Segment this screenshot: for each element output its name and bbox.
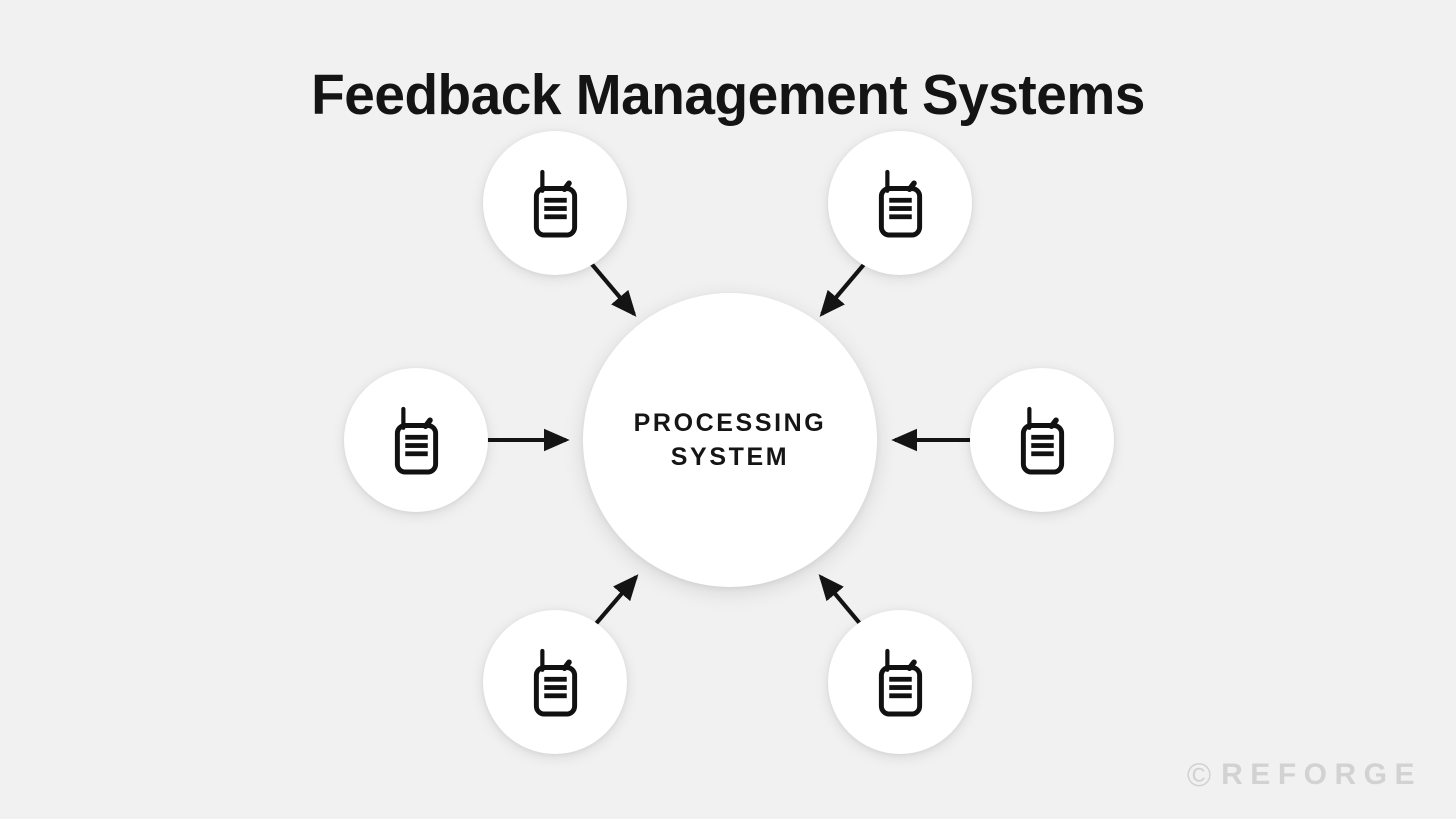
copyright-icon: ©: [1186, 756, 1212, 793]
source-bottom-right[interactable]: [828, 610, 972, 754]
hub-label: PROCESSING SYSTEM: [633, 408, 827, 472]
reforge-watermark: © REFORGE: [1187, 758, 1422, 791]
processing-system-hub[interactable]: PROCESSING SYSTEM: [583, 293, 877, 587]
source-top-left[interactable]: [483, 131, 627, 275]
source-top-right[interactable]: [828, 131, 972, 275]
source-left[interactable]: [344, 368, 488, 512]
walkie-talkie-icon: [878, 648, 922, 716]
walkie-talkie-icon: [878, 169, 922, 237]
walkie-talkie-icon: [394, 406, 438, 474]
source-bottom-left[interactable]: [483, 610, 627, 754]
watermark-label: REFORGE: [1221, 757, 1422, 791]
arrow-bottom-left-to-hub: [592, 574, 639, 628]
walkie-talkie-icon: [533, 169, 577, 237]
source-right[interactable]: [970, 368, 1114, 512]
arrow-bottom-right-to-hub: [818, 574, 864, 628]
walkie-talkie-icon: [1020, 406, 1064, 474]
arrow-top-left-to-hub: [588, 260, 637, 317]
walkie-talkie-icon: [533, 648, 577, 716]
page-title: Feedback Management Systems: [311, 63, 1145, 128]
arrow-top-right-to-hub: [819, 260, 868, 317]
